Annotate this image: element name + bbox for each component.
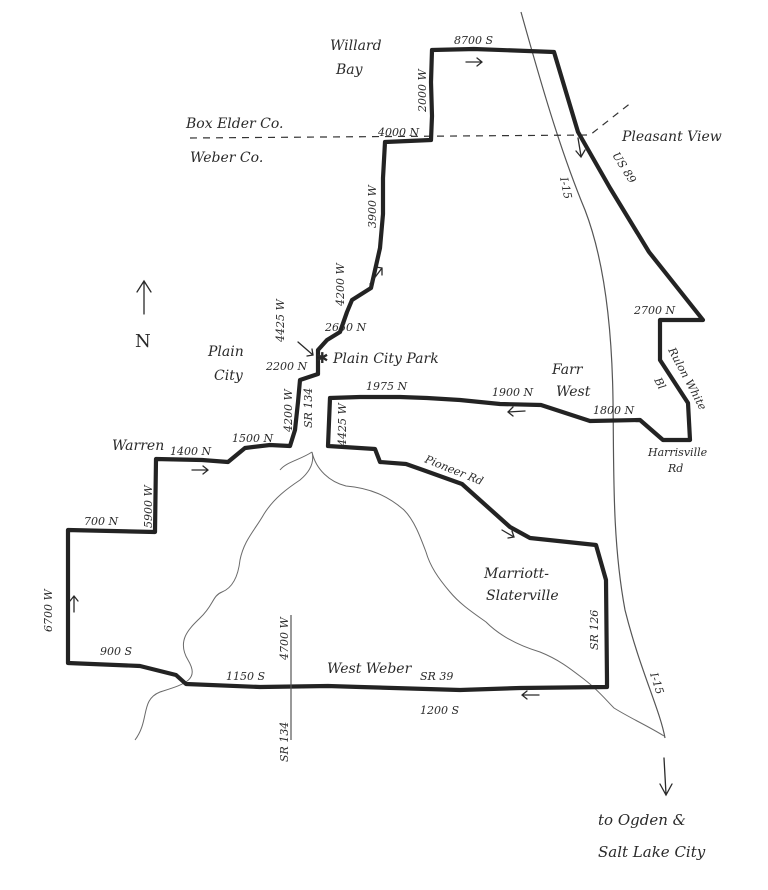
road-700n: 700 N	[84, 515, 118, 528]
label-city: City	[214, 368, 244, 384]
road-1400n: 1400 N	[170, 445, 211, 458]
label-slaterville: Slaterville	[486, 588, 559, 604]
road-harrisville: Harrisville	[647, 446, 708, 459]
label-warren: Warren	[112, 438, 164, 454]
south-arrow-icon	[659, 757, 673, 797]
label-plain-city-park: Plain City Park	[332, 351, 439, 367]
road-4000n: 4000 N	[377, 126, 419, 139]
road-rulon-bl: Bl	[651, 374, 669, 392]
arrow-west-low-icon	[520, 690, 540, 700]
park-marker-icon: ✱	[316, 349, 329, 367]
road-4425w-low: 4425 W	[336, 402, 349, 447]
road-us89: US 89	[609, 150, 638, 186]
label-bay: Bay	[335, 62, 364, 78]
road-6700w: 6700 W	[42, 588, 55, 632]
label-west-weber: West Weber	[327, 661, 413, 677]
road-3900w: 3900 W	[366, 184, 379, 228]
arrow-south-icon	[575, 137, 586, 159]
road-i15-bottom: I-15	[647, 670, 666, 696]
label-willard: Willard	[330, 38, 382, 54]
road-2650n: 2650 N	[324, 321, 366, 334]
road-2000w: 2000 W	[416, 68, 429, 113]
route-north-loop	[65, 46, 706, 693]
label-to-ogden: to Ogden &	[598, 811, 686, 829]
road-1500n: 1500 N	[232, 432, 273, 445]
label-plain: Plain	[207, 344, 244, 360]
arrow-north-icon	[369, 266, 383, 285]
road-900s: 900 S	[100, 645, 132, 658]
arrow-east-icon	[465, 57, 484, 67]
road-1975n: 1975 N	[366, 380, 407, 393]
road-2700n: 2700 N	[633, 304, 675, 317]
weber-river	[134, 451, 665, 741]
road-harrisville-rd: Rd	[667, 462, 683, 475]
road-4425w: 4425 W	[274, 298, 287, 343]
road-sr134-top: SR 134	[302, 388, 315, 428]
road-sr39: SR 39	[420, 670, 453, 683]
road-4200w-top: 4200 W	[334, 262, 347, 307]
road-1150s: 1150 S	[226, 670, 265, 683]
road-4200w: 4200 W	[282, 388, 295, 433]
road-i15-top: I-15	[557, 175, 575, 200]
road-4700w: 4700 W	[278, 616, 291, 661]
road-5900w: 5900 W	[142, 484, 155, 528]
north-arrow-icon	[136, 279, 152, 315]
park-pointer-arrow-icon	[297, 341, 314, 357]
label-pleasant-view: Pleasant View	[621, 129, 722, 145]
label-farr: Farr	[551, 362, 584, 378]
arrow-southeast-icon	[501, 529, 515, 539]
road-1900n: 1900 N	[492, 386, 533, 399]
county-line	[189, 101, 633, 139]
road-8700s: 8700 S	[454, 34, 493, 47]
label-box-elder: Box Elder Co.	[185, 116, 284, 132]
label-marriott: Marriott-	[483, 566, 549, 582]
road-sr126: SR 126	[588, 610, 601, 650]
weber-river-branch	[279, 451, 313, 471]
label-weber-co: Weber Co.	[190, 150, 263, 166]
arrow-east-low-icon	[191, 465, 210, 475]
road-1200s: 1200 S	[420, 704, 459, 717]
road-1800n: 1800 N	[593, 404, 634, 417]
arrow-west-icon	[507, 406, 526, 417]
road-2200n: 2200 N	[265, 360, 307, 373]
arrow-north-low-icon	[69, 594, 79, 613]
i15-freeway-line	[520, 11, 666, 739]
label-salt-lake: Salt Lake City	[598, 843, 706, 861]
road-sr134-bottom: SR 134	[278, 722, 291, 762]
north-label: N	[135, 331, 151, 352]
label-west: West	[556, 384, 591, 400]
